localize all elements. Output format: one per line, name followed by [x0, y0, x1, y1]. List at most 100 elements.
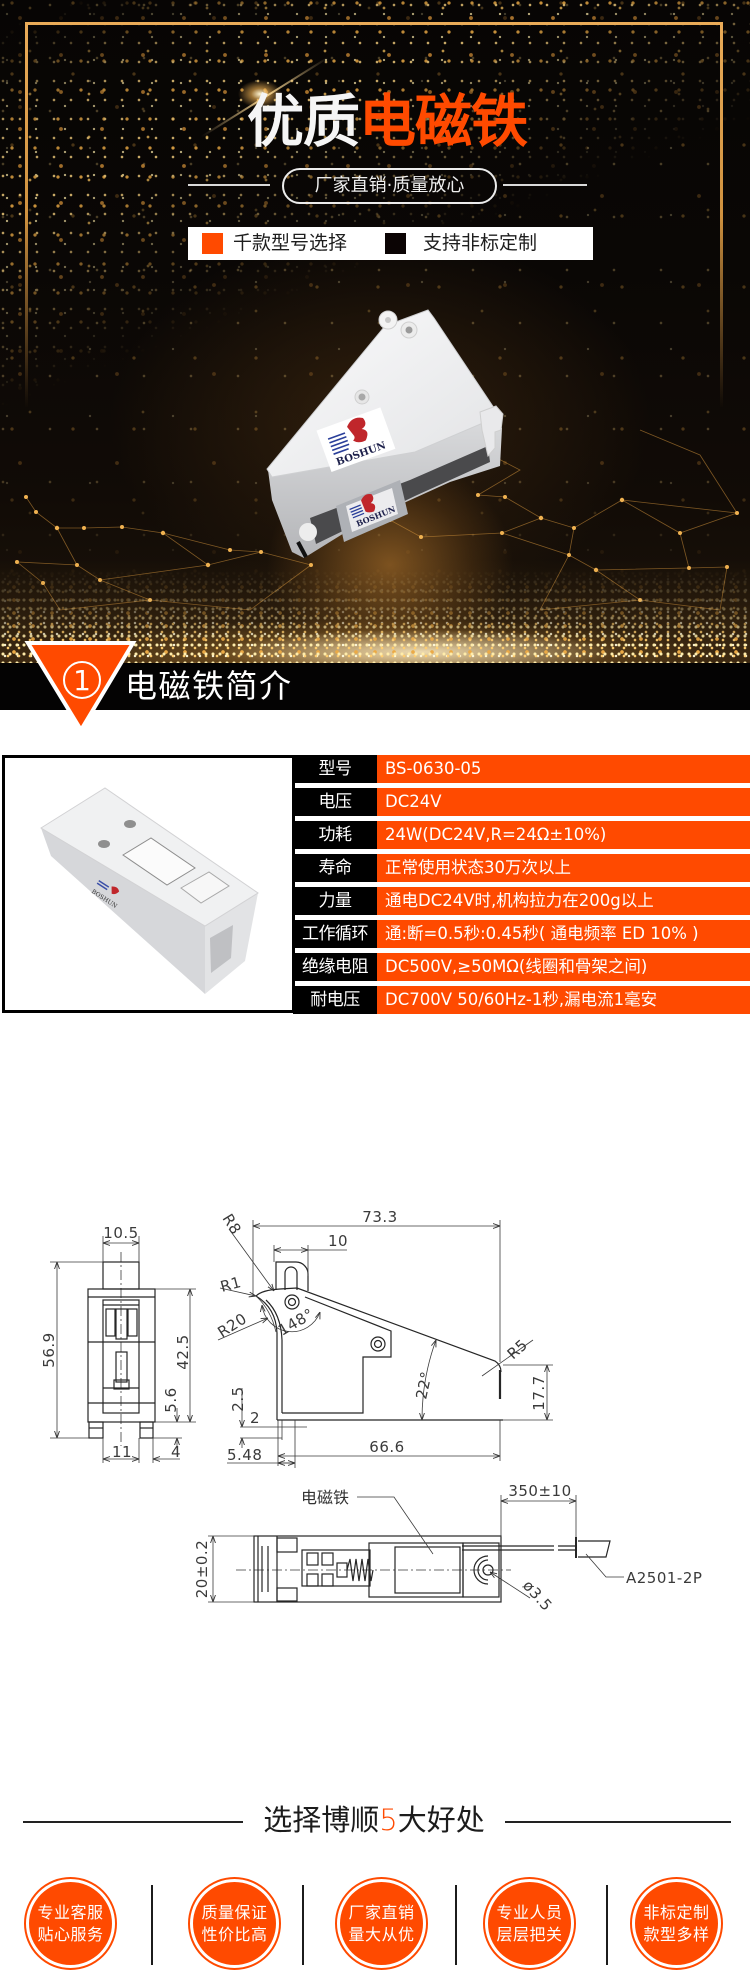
section-title: 电磁铁简介 [125, 667, 293, 705]
dim-angle-22: 22° [412, 1370, 435, 1401]
dim-width: 20±0.2 [193, 1540, 211, 1599]
spec-value: 通:断=0.5秒:0.45秒( 通电频率 ED 10% ) [377, 920, 750, 948]
spec-value: DC700V 50/60Hz-1秒,漏电流1毫安 [377, 986, 750, 1014]
body-outline [87, 1288, 156, 1423]
benefit-badge-quality: 质量保证 性价比高 [188, 1877, 281, 1970]
top-dimensions [208, 1495, 624, 1603]
dim-wire-length: 350±10 [508, 1482, 571, 1500]
benefit-line: 专业客服 [37, 1902, 104, 1922]
spec-value: DC500V,≥50MΩ(线圈和骨架之间) [377, 953, 750, 981]
top-details [257, 1536, 611, 1602]
dim-end-height: 17.7 [530, 1375, 548, 1410]
hero-title-white: 优质 [247, 89, 360, 155]
feature-label: 千款型号选择 [233, 232, 348, 254]
logo-red-mark-icon [347, 417, 368, 443]
dim-hole-diameter: ø3.5 [519, 1577, 556, 1615]
side-dimensions [217, 1220, 553, 1468]
benefit-line: 厂家直销 [348, 1902, 415, 1922]
spec-row-force: 力量 通电DC24V时,机构拉力在200g以上 [293, 887, 750, 915]
body-front [41, 828, 205, 994]
hero-banner: 优质电磁铁 厂家直销·质量放心 千款型号选择 支持非标定制 [0, 0, 750, 663]
screw-hole [370, 1336, 386, 1352]
spec-row-insulation: 绝缘电阻 DC500V,≥50MΩ(线圈和骨架之间) [293, 953, 750, 981]
top-view: 电磁铁 350±10 20±0.2 ø3.5 A2501-2P [193, 1482, 702, 1615]
dim-base-length: 66.6 [369, 1438, 404, 1456]
benefit-line: 量大从优 [348, 1924, 415, 1944]
benefit-line: 专业人员 [496, 1902, 563, 1922]
benefits-title-number: 5 [379, 1803, 398, 1837]
orange-triangle-icon [24, 641, 137, 734]
benefit-line: 款型多样 [643, 1924, 710, 1944]
spec-label: 耐电压 [293, 986, 377, 1014]
top-outline [253, 1535, 502, 1603]
dim-offset: 5.48 [227, 1446, 262, 1464]
body-details [88, 1296, 155, 1439]
spec-product-photo: BOSHUN [40, 787, 259, 994]
spec-row-duty-cycle: 工作循环 通:断=0.5秒:0.45秒( 通电频率 ED 10% ) [293, 920, 750, 948]
connector-label: A2501-2P [626, 1569, 702, 1587]
benefits-title: 选择博顺5大好处 [243, 1801, 505, 1839]
spec-product-image-frame: BOSHUN [2, 755, 295, 1013]
dim-step-width: 2 [250, 1409, 260, 1427]
latch [180, 871, 230, 904]
spec-label: 力量 [293, 887, 377, 915]
benefits-title-text: 大好处 [397, 1803, 485, 1837]
front-view: 10.5 56.9 42.5 5.6 11 4 [40, 1224, 196, 1463]
side-view: 73.3 10 R8 R1 R20 148° 22° R5 17.7 2.5 2… [214, 1208, 553, 1468]
screw-head [358, 393, 366, 401]
benefit-badge-inspection: 专业人员 层层把关 [483, 1877, 576, 1970]
black-square-icon [385, 233, 406, 254]
end-opening [210, 925, 233, 973]
benefits-title-line-right [505, 1821, 731, 1823]
technical-drawing: 10.5 56.9 42.5 5.6 11 4 [40, 1208, 702, 1615]
section-number: 1 [73, 664, 91, 697]
dim-step-height: 2.5 [229, 1386, 247, 1411]
benefit-line: 贴心服务 [37, 1924, 104, 1944]
spec-value: BS-0630-05 [377, 755, 750, 783]
spec-label: 绝缘电阻 [293, 953, 377, 981]
plunger-button [122, 837, 196, 886]
side-tab-slot [284, 1266, 298, 1290]
spec-value: 正常使用状态30万次以上 [377, 854, 750, 882]
side-outline [255, 1287, 502, 1420]
end-cap [299, 523, 317, 541]
dim-radius-r20: R20 [214, 1309, 250, 1341]
hole [98, 840, 110, 848]
part-label: 电磁铁 [301, 1488, 349, 1507]
spec-label: 功耗 [293, 821, 377, 849]
spec-label: 工作循环 [293, 920, 377, 948]
dim-foot-height: 5.6 [162, 1387, 180, 1412]
orange-square-icon [202, 233, 223, 254]
dim-radius-r5: R5 [504, 1336, 532, 1363]
benefit-divider [606, 1885, 608, 1965]
benefit-line: 质量保证 [201, 1902, 268, 1922]
spec-value: DC24V [377, 788, 750, 816]
dim-radius-r1: R1 [218, 1273, 243, 1296]
product-photo-solenoid: BOSHUN BOSHUN [266, 309, 504, 558]
pivot-hole [284, 1294, 300, 1310]
benefit-line: 非标定制 [643, 1902, 710, 1922]
side-tab [275, 1261, 309, 1291]
logo-stripes-icon [327, 432, 350, 455]
hero-title: 优质电磁铁 [247, 86, 528, 158]
dim-foot-spacing: 11 [112, 1443, 132, 1461]
spec-label: 电压 [293, 788, 377, 816]
feature-bar: 千款型号选择 支持非标定制 [188, 227, 593, 260]
screw-hole-inner [373, 1339, 383, 1349]
logo-red-mark-icon [361, 493, 376, 513]
dim-total-height: 56.9 [40, 1332, 58, 1367]
section-header-bar [0, 663, 750, 710]
dim-angle-148: 148° [275, 1305, 317, 1340]
benefits-title-text: 选择博顺 [263, 1803, 380, 1837]
lead-wire [296, 541, 308, 558]
dim-top-width: 10.5 [103, 1224, 138, 1242]
side-inner-wall [265, 1299, 283, 1413]
hero-title-accent: 电磁铁 [359, 89, 528, 155]
side-inner-step [282, 1296, 392, 1414]
spec-row-lifetime: 寿命 正常使用状态30万次以上 [293, 854, 750, 882]
spec-row-withstand-voltage: 耐电压 DC700V 50/60Hz-1秒,漏电流1毫安 [293, 986, 750, 1014]
spec-value: 24W(DC24V,R=24Ω±10%) [377, 821, 750, 849]
benefit-badge-factory-direct: 厂家直销 量大从优 [335, 1877, 428, 1970]
subtitle-line-left [188, 184, 270, 186]
dim-body-height: 42.5 [174, 1334, 192, 1369]
